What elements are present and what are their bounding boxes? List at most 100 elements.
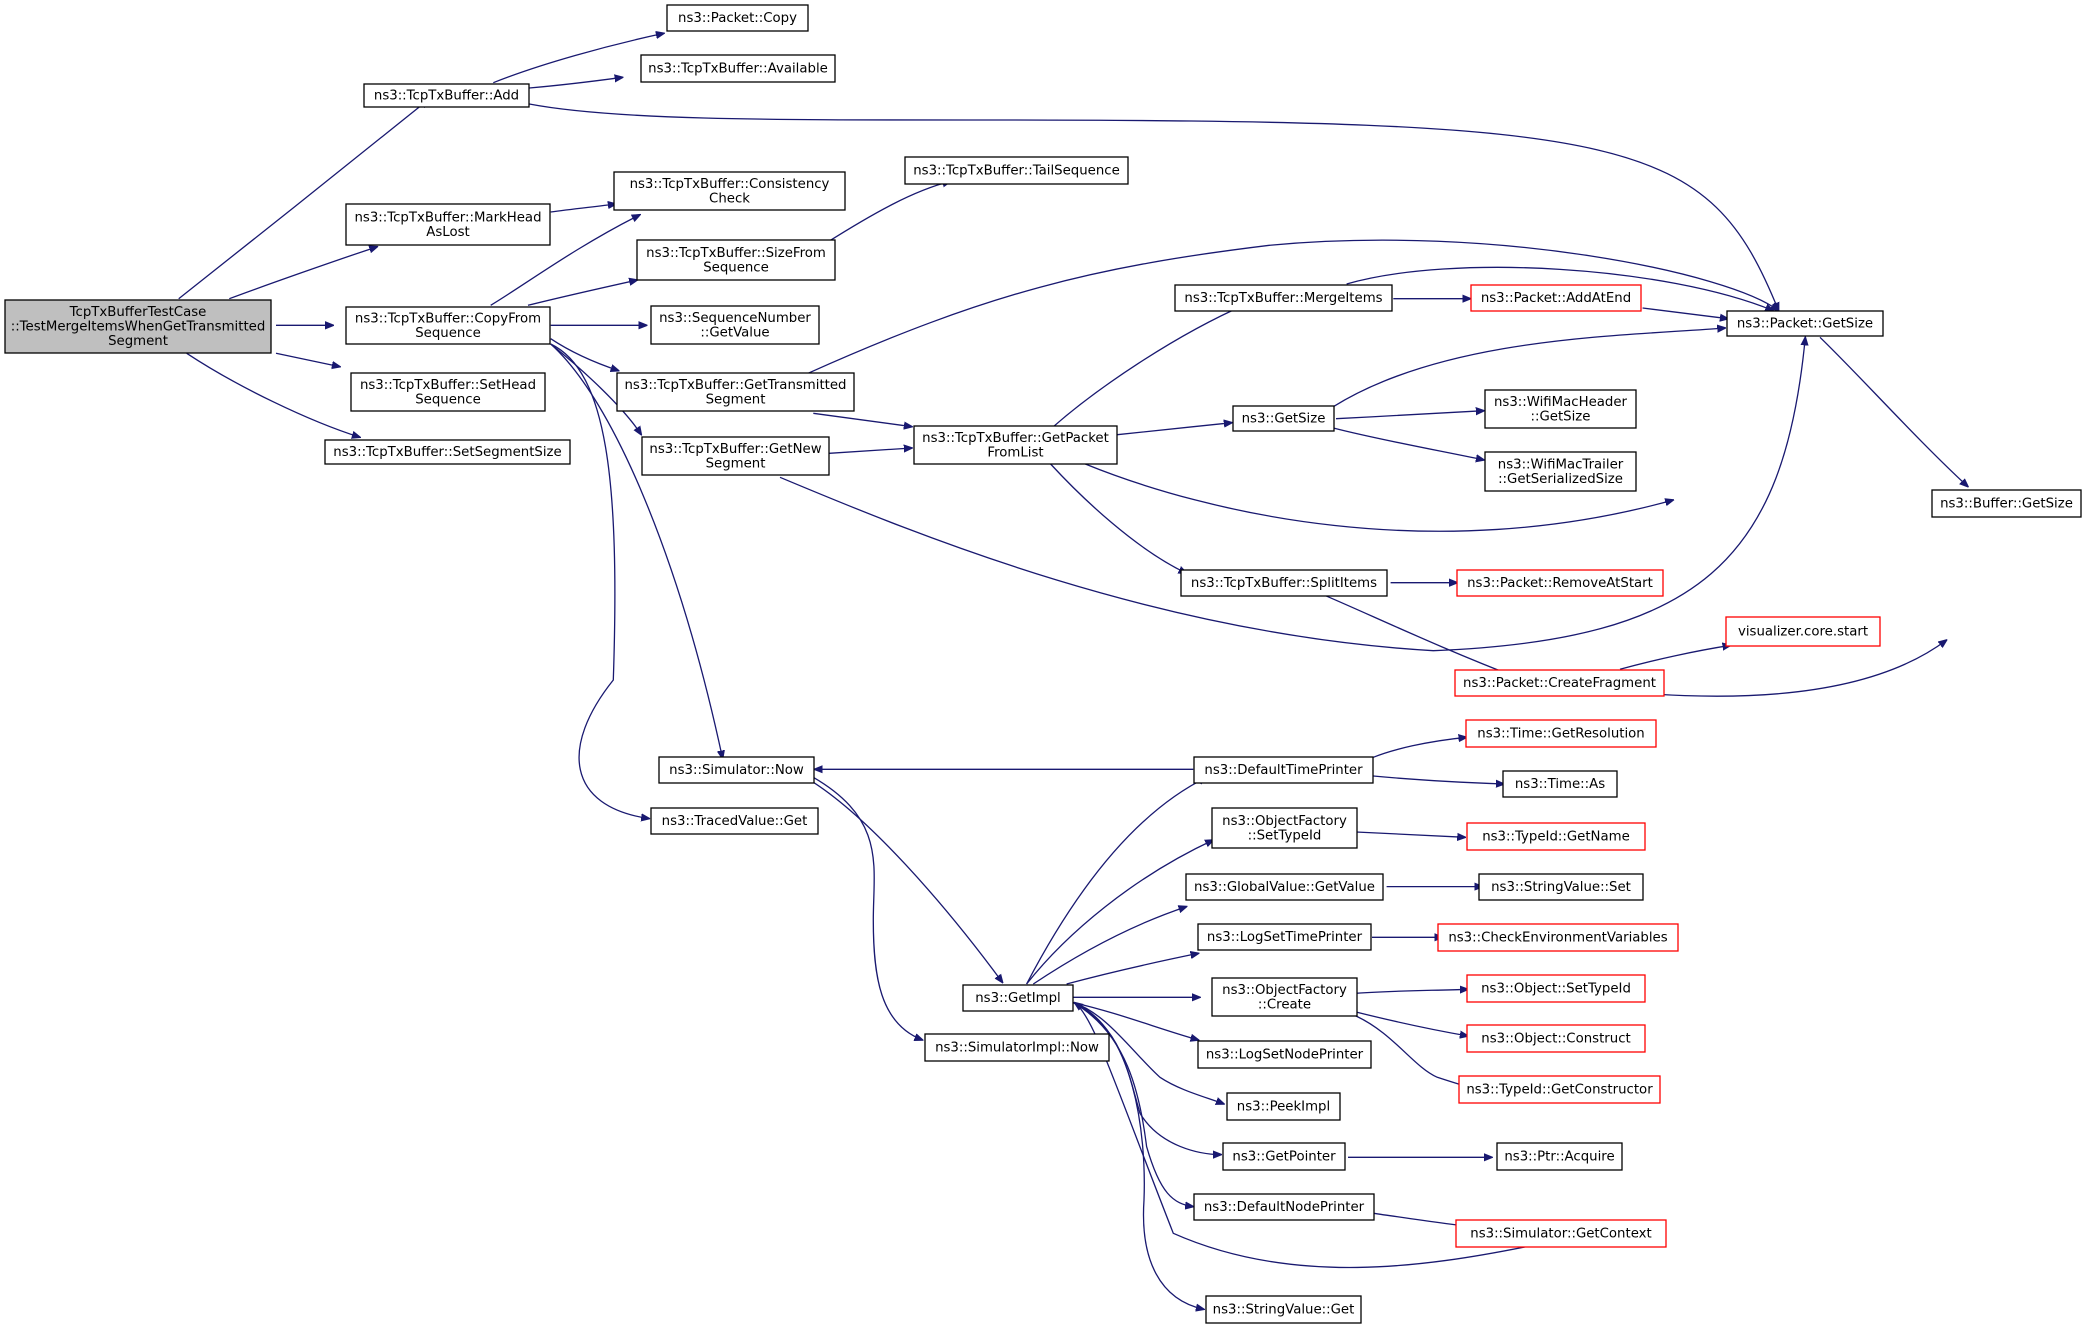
node-box[interactable] <box>1174 284 1393 312</box>
node-box[interactable] <box>641 436 830 476</box>
node-ofsettype[interactable]: ns3::ObjectFactory::SetTypeId <box>1211 807 1358 849</box>
node-seqget[interactable]: ns3::SequenceNumber::GetValue <box>650 305 820 345</box>
node-box[interactable] <box>345 203 551 246</box>
node-pgetsize[interactable]: ns3::Packet::GetSize <box>1726 310 1884 337</box>
node-svset[interactable]: ns3::StringValue::Set <box>1478 873 1644 901</box>
node-split[interactable]: ns3::TcpTxBuffer::SplitItems <box>1180 569 1388 597</box>
node-nsgetsize[interactable]: ns3::GetSize <box>1232 405 1335 432</box>
node-box[interactable] <box>1470 284 1642 312</box>
node-tracedget[interactable]: ns3::TracedValue::Get <box>650 807 819 835</box>
node-add[interactable]: ns3::TcpTxBuffer::Add <box>363 83 530 108</box>
node-wifihdr[interactable]: ns3::WifiMacHeader::GetSize <box>1484 389 1637 429</box>
node-box[interactable] <box>1466 1024 1646 1053</box>
node-tidgetctor[interactable]: ns3::TypeId::GetConstructor <box>1458 1075 1661 1104</box>
node-box[interactable] <box>1211 977 1358 1017</box>
node-vizstart[interactable]: visualizer.core.start <box>1725 616 1881 647</box>
node-box[interactable] <box>1232 405 1335 432</box>
node-box[interactable] <box>640 54 836 83</box>
node-box[interactable] <box>616 372 855 412</box>
node-addatend[interactable]: ns3::Packet::AddAtEnd <box>1470 284 1642 312</box>
node-ofcreate[interactable]: ns3::ObjectFactory::Create <box>1211 977 1358 1017</box>
node-box[interactable] <box>613 171 846 211</box>
node-objconstruct[interactable]: ns3::Object::Construct <box>1466 1024 1646 1053</box>
node-box[interactable] <box>650 305 820 345</box>
node-deftime[interactable]: ns3::DefaultTimePrinter <box>1193 756 1374 784</box>
node-box[interactable] <box>913 425 1118 465</box>
node-box[interactable] <box>1185 873 1384 901</box>
node-box[interactable] <box>345 306 551 345</box>
node-wifitrl[interactable]: ns3::WifiMacTrailer::GetSerializedSize <box>1484 451 1637 492</box>
node-box[interactable] <box>1456 569 1664 597</box>
node-box[interactable] <box>350 372 546 412</box>
node-box[interactable] <box>1502 770 1618 798</box>
node-box[interactable] <box>1484 389 1637 429</box>
node-setseg[interactable]: ns3::TcpTxBuffer::SetSegmentSize <box>324 439 571 465</box>
node-box[interactable] <box>1725 616 1881 647</box>
node-box[interactable] <box>904 156 1129 185</box>
node-simnow[interactable]: ns3::Simulator::Now <box>658 756 815 784</box>
node-box[interactable] <box>1455 1219 1667 1248</box>
node-getimpl[interactable]: ns3::GetImpl <box>962 984 1074 1012</box>
node-pcopy[interactable]: ns3::Packet::Copy <box>666 4 809 32</box>
node-box[interactable] <box>1193 1193 1375 1221</box>
node-box[interactable] <box>1197 1040 1372 1069</box>
node-box[interactable] <box>1726 310 1884 337</box>
node-gvget[interactable]: ns3::GlobalValue::GetValue <box>1185 873 1384 901</box>
node-box[interactable] <box>1484 451 1637 492</box>
node-createfrag[interactable]: ns3::Packet::CreateFragment <box>1454 669 1665 697</box>
node-box[interactable] <box>4 299 272 354</box>
node-box[interactable] <box>1458 1075 1661 1104</box>
node-tailseq[interactable]: ns3::TcpTxBuffer::TailSequence <box>904 156 1129 185</box>
node-box[interactable] <box>1466 974 1646 1003</box>
node-box[interactable] <box>636 239 836 281</box>
node-box[interactable] <box>1454 669 1665 697</box>
node-box[interactable] <box>1496 1142 1623 1171</box>
node-box[interactable] <box>1466 822 1646 851</box>
node-box[interactable] <box>1222 1142 1346 1171</box>
node-box[interactable] <box>1205 1295 1362 1324</box>
node-box[interactable] <box>1931 489 2082 518</box>
node-simgetctx[interactable]: ns3::Simulator::GetContext <box>1455 1219 1667 1248</box>
node-getpointer[interactable]: ns3::GetPointer <box>1222 1142 1346 1171</box>
node-root[interactable]: TcpTxBufferTestCase::TestMergeItemsWhenG… <box>4 299 272 354</box>
node-svget[interactable]: ns3::StringValue::Get <box>1205 1295 1362 1324</box>
node-timeas[interactable]: ns3::Time::As <box>1502 770 1618 798</box>
node-getres[interactable]: ns3::Time::GetResolution <box>1465 719 1657 748</box>
node-box[interactable] <box>1465 719 1657 748</box>
node-peekimpl[interactable]: ns3::PeekImpl <box>1226 1092 1341 1121</box>
node-box[interactable] <box>324 439 571 465</box>
node-simimplnow[interactable]: ns3::SimulatorImpl::Now <box>924 1033 1110 1062</box>
node-box[interactable] <box>1478 873 1644 901</box>
node-tidgetname[interactable]: ns3::TypeId::GetName <box>1466 822 1646 851</box>
node-removeat[interactable]: ns3::Packet::RemoveAtStart <box>1456 569 1664 597</box>
node-defnode[interactable]: ns3::DefaultNodePrinter <box>1193 1193 1375 1221</box>
node-box[interactable] <box>1437 923 1679 952</box>
node-box[interactable] <box>658 756 815 784</box>
node-box[interactable] <box>1180 569 1388 597</box>
node-logsetnode[interactable]: ns3::LogSetNodePrinter <box>1197 1040 1372 1069</box>
node-box[interactable] <box>1193 756 1374 784</box>
node-box[interactable] <box>1211 807 1358 849</box>
node-ptracquire[interactable]: ns3::Ptr::Acquire <box>1496 1142 1623 1171</box>
node-avail[interactable]: ns3::TcpTxBuffer::Available <box>640 54 836 83</box>
node-box[interactable] <box>1226 1092 1341 1121</box>
node-logsettime[interactable]: ns3::LogSetTimePrinter <box>1197 923 1372 951</box>
node-objsettype[interactable]: ns3::Object::SetTypeId <box>1466 974 1646 1003</box>
node-checkenv[interactable]: ns3::CheckEnvironmentVariables <box>1437 923 1679 952</box>
node-box[interactable] <box>962 984 1074 1012</box>
node-box[interactable] <box>363 83 530 108</box>
node-box[interactable] <box>650 807 819 835</box>
node-box[interactable] <box>666 4 809 32</box>
node-box[interactable] <box>924 1033 1110 1062</box>
node-box[interactable] <box>1197 923 1372 951</box>
node-merge[interactable]: ns3::TcpTxBuffer::MergeItems <box>1174 284 1393 312</box>
node-bgetsize[interactable]: ns3::Buffer::GetSize <box>1931 489 2082 518</box>
